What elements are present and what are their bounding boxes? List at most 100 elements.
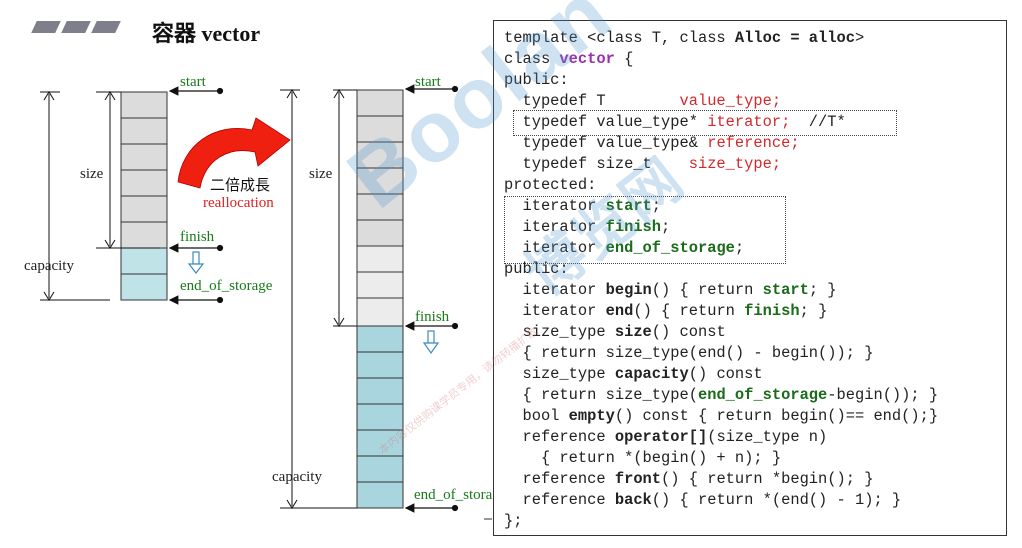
code-token: finish xyxy=(605,218,662,236)
right-spare-cells xyxy=(356,325,404,509)
code-token: //T* xyxy=(790,113,846,131)
code-token: end xyxy=(605,302,634,320)
code-line: iterator finish; xyxy=(504,217,670,237)
left-size-label: size xyxy=(80,166,104,182)
code-token: typedef value_type& xyxy=(504,134,708,152)
code-token: { return *(begin() + n); } xyxy=(504,449,782,467)
page-title: 容器 vector xyxy=(152,21,261,46)
code-token: -begin()); } xyxy=(827,386,939,404)
code-line: public: xyxy=(504,70,569,90)
code-token: reference xyxy=(504,470,615,488)
code-token: template <class T, class xyxy=(504,29,735,47)
growth-label-cn: 二倍成長 xyxy=(210,176,270,194)
left-spare-cells xyxy=(120,247,168,301)
protected-members-highlight xyxy=(504,196,786,264)
code-line: typedef size_t size_type; xyxy=(504,154,781,174)
code-token: { return size_type(end() - begin()); } xyxy=(504,344,874,362)
code-line: public: xyxy=(504,259,569,279)
code-line: reference operator[](size_type n) xyxy=(504,427,827,447)
left-start-label: start xyxy=(180,74,207,90)
left-capacity-label: capacity xyxy=(24,258,74,274)
code-token: () { return xyxy=(633,302,745,320)
code-token: front xyxy=(614,470,662,488)
code-token: empty xyxy=(568,407,615,425)
left-end-of-storage-label: end_of_storage xyxy=(180,278,273,294)
left-grow-arrow xyxy=(187,251,205,274)
code-token: reference xyxy=(504,428,615,446)
code-token: class xyxy=(504,50,560,68)
code-token: iterator xyxy=(504,197,606,215)
reallocation-arrow xyxy=(177,117,291,189)
code-token: () const xyxy=(651,323,726,341)
right-used-cells xyxy=(356,89,404,327)
right-end-of-storage-label: end_of_storage xyxy=(414,487,507,503)
code-token: () const { return begin()== end();} xyxy=(614,407,939,425)
code-line: iterator end_of_storage; xyxy=(504,238,744,258)
code-token: { xyxy=(614,50,634,68)
code-token: protected: xyxy=(504,176,597,194)
code-token: (size_type n) xyxy=(707,428,828,446)
left-pointers xyxy=(168,86,224,305)
code-line: { return *(begin() + n); } xyxy=(504,448,781,468)
code-token: bool xyxy=(504,407,569,425)
code-token: iterator xyxy=(504,302,606,320)
code-line: typedef value_type* iterator; //T* xyxy=(504,112,846,132)
code-line: reference back() { return *(end() - 1); … xyxy=(504,490,901,510)
iterator-typedef-highlight xyxy=(513,110,897,136)
code-line: iterator begin() { return start; } xyxy=(504,280,837,300)
code-token: ; xyxy=(651,197,662,215)
code-token: size_type xyxy=(504,365,615,383)
code-token: operator[] xyxy=(614,428,708,446)
code-token: reference xyxy=(504,491,615,509)
code-token: capacity xyxy=(614,365,689,383)
right-pointers xyxy=(404,84,459,513)
code-panel: template <class T, class Alloc = alloc>c… xyxy=(493,20,1007,536)
code-token: value_type; xyxy=(679,92,782,110)
code-token: () { return xyxy=(651,281,763,299)
left-used-cells xyxy=(120,91,168,249)
code-token: vector xyxy=(559,50,615,68)
code-token: () { return *begin(); } xyxy=(661,470,874,488)
code-token: iterator xyxy=(504,239,606,257)
code-token: end_of_storage xyxy=(697,386,828,404)
right-size-label: size xyxy=(309,166,333,182)
code-token: back xyxy=(614,491,652,509)
code-line: { return size_type(end() - begin()); } xyxy=(504,343,873,363)
code-token: ; xyxy=(734,239,745,257)
code-token: public: xyxy=(504,71,569,89)
code-token: }; xyxy=(504,512,523,530)
code-line: bool empty() const { return begin()== en… xyxy=(504,406,938,426)
code-token: typedef T xyxy=(504,92,680,110)
right-start-label: start xyxy=(415,74,442,90)
code-line: iterator end() { return finish; } xyxy=(504,301,827,321)
code-token: typedef size_t xyxy=(504,155,689,173)
code-token: public: xyxy=(504,260,569,278)
code-token: ; } xyxy=(808,281,837,299)
code-token: () { return *(end() - 1); } xyxy=(651,491,902,509)
code-line: reference front() { return *begin(); } xyxy=(504,469,873,489)
growth-label-en: reallocation xyxy=(203,195,274,211)
code-token: Alloc = alloc xyxy=(734,29,855,47)
code-token: { return size_type( xyxy=(504,386,698,404)
code-token: begin xyxy=(605,281,652,299)
code-token: typedef value_type* xyxy=(504,113,708,131)
right-grow-arrow xyxy=(422,330,440,355)
code-token: ; xyxy=(661,218,671,236)
right-brackets xyxy=(280,89,357,509)
code-token: finish xyxy=(744,302,800,320)
code-line: size_type capacity() const xyxy=(504,364,762,384)
code-line: typedef T value_type; xyxy=(504,91,781,111)
left-finish-label: finish xyxy=(180,229,215,245)
code-token: iterator xyxy=(504,281,606,299)
code-token: iterator xyxy=(504,218,606,236)
code-token: reference; xyxy=(707,134,800,152)
code-token: size xyxy=(614,323,652,341)
code-line: { return size_type(end_of_storage-begin(… xyxy=(504,385,938,405)
code-token: size_type; xyxy=(688,155,782,173)
code-token: size_type xyxy=(504,323,615,341)
code-line: protected: xyxy=(504,175,596,195)
code-line: class vector { xyxy=(504,49,633,69)
code-line: typedef value_type& reference; xyxy=(504,133,800,153)
right-capacity-label: capacity xyxy=(272,469,322,485)
